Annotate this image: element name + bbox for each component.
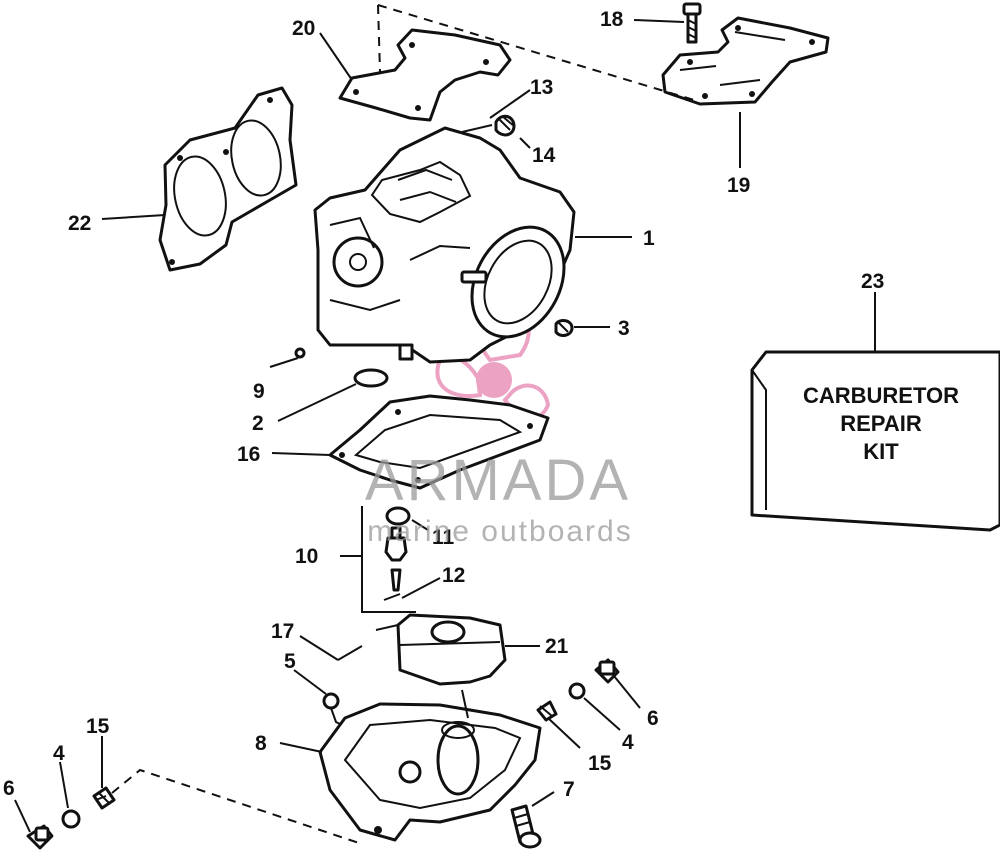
- part-4-washer-left: [61, 809, 81, 829]
- part-2-plug-disc: [353, 368, 389, 388]
- part-13-pin: [461, 124, 493, 133]
- part-23-repair-kit-box: [750, 350, 1000, 532]
- callout-1: 1: [643, 227, 655, 250]
- part-4-washer-right: [568, 682, 586, 700]
- bracket-10: [340, 506, 416, 613]
- part-15-fitting-left: [92, 786, 116, 810]
- callout-2: 2: [252, 412, 264, 435]
- kit-label-line1: CARBURETOR: [803, 383, 959, 408]
- part-12-needle: [383, 568, 402, 601]
- callout-15-left: 15: [86, 715, 110, 738]
- callout-9: 9: [253, 380, 265, 403]
- part-7-bolt: [510, 804, 542, 849]
- watermark-brand: ARMADA: [365, 448, 631, 513]
- part-1-carburetor-body: [313, 126, 576, 364]
- part-19-cover-plate: [661, 16, 830, 106]
- callout-12: 12: [442, 564, 465, 587]
- part-8-float-bowl: [318, 689, 542, 842]
- callout-16: 16: [237, 443, 260, 466]
- callout-6-right: 6: [647, 707, 659, 730]
- kit-label-line3: KIT: [863, 439, 899, 464]
- callout-22: 22: [68, 212, 91, 235]
- part-17-hinge-pin: [337, 645, 363, 661]
- callout-19: 19: [727, 174, 750, 197]
- callout-14: 14: [532, 144, 556, 167]
- part-20-gasket: [338, 28, 512, 122]
- leader-lines: [14, 19, 876, 833]
- callout-23: 23: [861, 270, 884, 293]
- alignment-line-20-19: [377, 4, 695, 101]
- part-14-spring: [494, 114, 516, 137]
- kit-label-line2: REPAIR: [840, 411, 922, 436]
- callout-4-right: 4: [622, 731, 634, 754]
- callout-10: 10: [295, 545, 318, 568]
- part-6-plug-left: [26, 824, 54, 850]
- watermark-tagline: marine outboards: [367, 515, 632, 548]
- callout-3: 3: [618, 317, 630, 340]
- callout-13: 13: [530, 76, 553, 99]
- callout-7: 7: [563, 778, 575, 801]
- callout-11: 11: [432, 526, 455, 549]
- part-6-plug-right: [594, 658, 620, 684]
- callout-5: 5: [284, 650, 296, 673]
- part-15-fitting-right: [536, 700, 558, 722]
- callout-15-right: 15: [588, 752, 612, 775]
- callout-21: 21: [545, 635, 569, 658]
- part-21-float: [375, 613, 507, 686]
- callout-17: 17: [271, 620, 294, 643]
- part-9-check-ball: [294, 347, 306, 359]
- part-5-screw: [322, 692, 345, 727]
- alignment-line-15-8: [111, 768, 363, 845]
- part-22-flange-gasket: [158, 86, 298, 272]
- part-11-washer: [385, 506, 411, 526]
- callout-8: 8: [255, 732, 267, 755]
- part-18-screw: [682, 2, 702, 44]
- needle-valve-seat: [384, 526, 408, 562]
- part-16-bowl-gasket: [328, 394, 550, 490]
- part-3-spring: [554, 319, 574, 337]
- callout-20: 20: [292, 17, 315, 40]
- callout-6-left: 6: [3, 777, 15, 800]
- callout-4-left: 4: [53, 742, 65, 765]
- callout-18: 18: [600, 8, 624, 31]
